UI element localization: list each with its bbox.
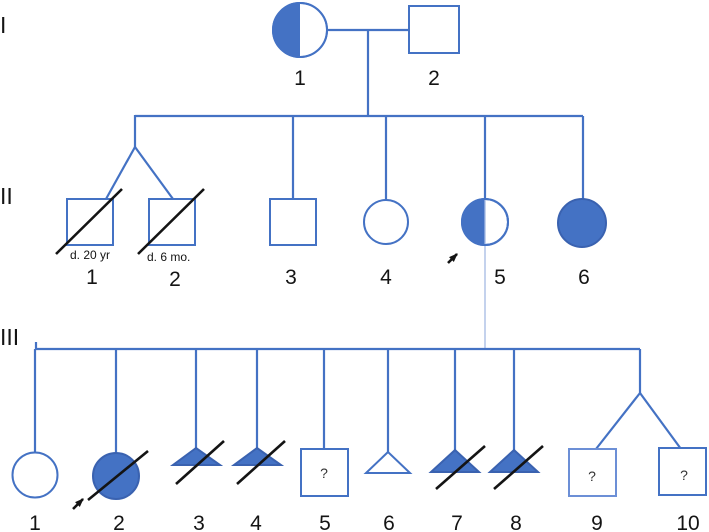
deceased-slash-icon (137, 188, 205, 255)
individual-number: 2 (169, 268, 181, 291)
individual-number: 1 (294, 67, 306, 90)
individual-III-9: ? 9 (568, 448, 617, 532)
deceased-slash-icon (435, 445, 486, 490)
generation-label-3: III (0, 324, 19, 350)
twin-branch-right-gen3 (639, 392, 682, 450)
individual-number: 7 (451, 512, 463, 532)
individual-number: 4 (250, 512, 262, 532)
twin-branch-left-gen3 (595, 392, 641, 450)
individual-III-8: 8 (487, 445, 544, 532)
death-age-label: d. 20 yr (70, 248, 110, 262)
individual-number: 5 (494, 266, 506, 289)
individual-III-7: 7 (428, 445, 486, 532)
individual-II-3: 3 (269, 198, 317, 289)
generation-2-connectors (105, 114, 585, 348)
individual-number: 10 (676, 512, 699, 532)
half-fill (462, 199, 485, 245)
square-symbol (269, 198, 317, 246)
twin-branch-right-gen2 (134, 146, 174, 200)
proband-arrow-icon (447, 253, 458, 264)
individual-III-4: 4 (230, 440, 286, 532)
unknown-status-mark: ? (680, 467, 688, 483)
unknown-status-mark: ? (320, 465, 328, 481)
individual-III-5: ? 5 (300, 448, 349, 532)
square-symbol (658, 447, 707, 496)
individual-II-1: d. 20 yr 1 (55, 188, 123, 289)
individual-III-3: 3 (169, 440, 225, 532)
deceased-slash-icon (55, 188, 123, 255)
circle-outline (272, 2, 328, 58)
individual-III-10: ? 10 (658, 447, 707, 532)
twin-branch-left-gen2 (105, 146, 136, 200)
individual-I-2: 2 (408, 5, 460, 90)
generation-3-connectors (33, 342, 682, 454)
individual-number: 5 (319, 512, 331, 532)
individual-number: 6 (383, 512, 395, 532)
circle-symbol (11, 451, 59, 499)
triangle-symbol-filled (487, 448, 541, 473)
deceased-slash-icon (236, 440, 286, 485)
deceased-slash-icon (175, 440, 225, 485)
circle-symbol (363, 199, 409, 245)
individual-number: 9 (591, 512, 603, 532)
triangle-symbol-filled (428, 448, 482, 473)
individual-number: 3 (193, 512, 205, 532)
individual-III-1: 1 (11, 451, 59, 532)
individual-I-1: 1 (272, 2, 328, 90)
individual-III-2: 2 (72, 449, 149, 532)
individual-number: 1 (29, 512, 41, 532)
individual-II-5: 5 (447, 198, 509, 289)
individual-number: 1 (86, 266, 98, 289)
half-fill (273, 3, 300, 57)
individual-number: 6 (578, 266, 590, 289)
proband-arrow-icon (72, 498, 84, 510)
individual-II-4: 4 (363, 199, 409, 289)
triangle-symbol (363, 450, 413, 474)
generation-label-1: I (0, 12, 6, 38)
individual-II-2: d. 6 mo. 2 (137, 188, 205, 291)
individual-number: 4 (380, 266, 392, 289)
individual-number: 2 (113, 512, 125, 532)
deceased-slash-icon (493, 445, 544, 490)
generation-label-2: II (0, 183, 13, 209)
unknown-status-mark: ? (588, 468, 596, 484)
individual-number: 3 (285, 266, 297, 289)
circle-outline (461, 198, 509, 246)
square-symbol (568, 448, 617, 497)
square-symbol (300, 448, 349, 497)
deceased-slash-icon (87, 449, 149, 502)
individual-II-6: 6 (557, 198, 607, 289)
circle-symbol-filled (557, 198, 607, 248)
square-symbol (408, 5, 460, 54)
death-age-label: d. 6 mo. (147, 250, 190, 264)
individual-number: 2 (428, 67, 440, 90)
generation-1-connectors (327, 28, 409, 117)
individual-III-6: 6 (363, 450, 413, 532)
individual-number: 8 (510, 512, 522, 532)
